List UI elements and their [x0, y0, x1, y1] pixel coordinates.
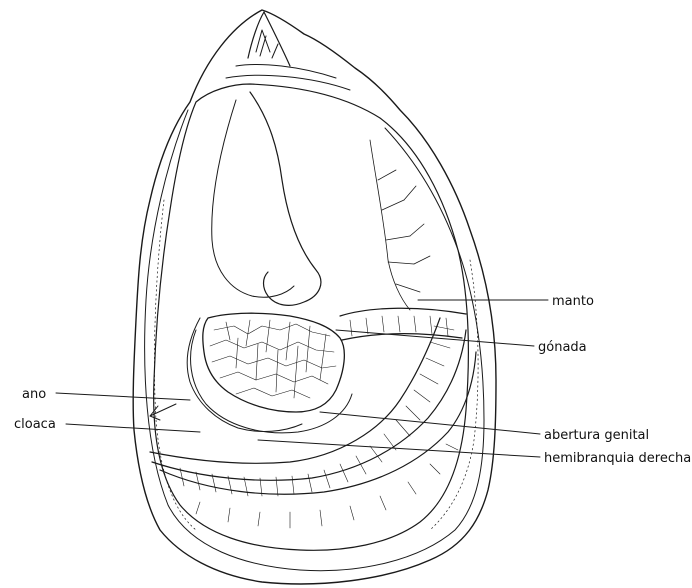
leader-lines — [56, 300, 548, 457]
label-manto: manto — [552, 294, 594, 309]
mantle-fringe — [154, 200, 478, 530]
mantle-edge — [154, 84, 469, 550]
leader-ano — [56, 393, 190, 400]
label-hemibranquia-derecha: hemibranquia derecha — [544, 451, 691, 466]
gill-inner — [152, 330, 466, 480]
visceral-mass-texture — [210, 320, 336, 398]
label-ano: ano — [22, 387, 46, 402]
shell-inner-rim — [145, 110, 484, 571]
gill-outer — [150, 308, 466, 463]
stomach-intestine — [250, 92, 321, 305]
gonad-branches — [370, 140, 430, 310]
pericardial-ring — [191, 330, 352, 433]
intestine-loop — [212, 100, 294, 297]
gill-filaments — [180, 316, 454, 496]
label-abertura-genital: abertura genital — [544, 428, 649, 443]
hinge-ligament — [226, 30, 350, 90]
leader-cloaca — [66, 424, 200, 432]
label-gonada: gónada — [538, 340, 587, 355]
label-cloaca: cloaca — [14, 417, 56, 432]
